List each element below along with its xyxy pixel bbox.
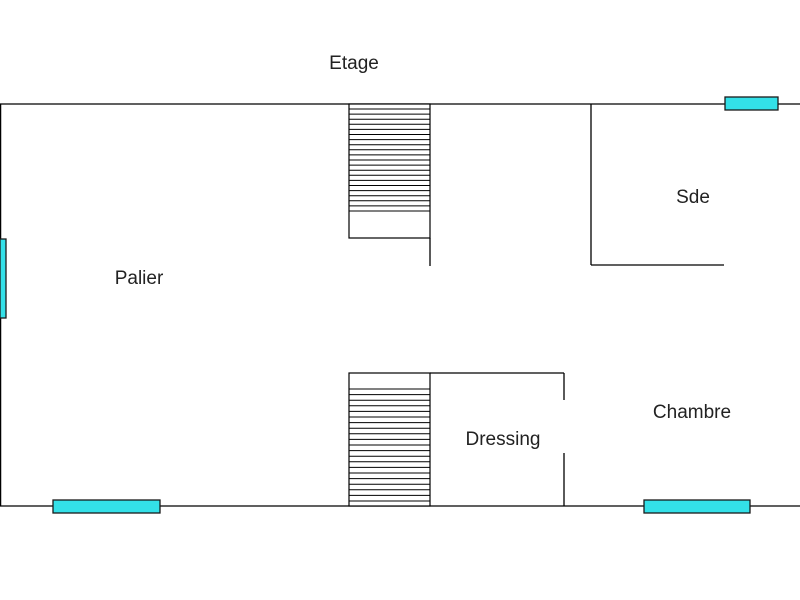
window-bottom-right: [643, 499, 751, 514]
window-left: [0, 238, 7, 319]
room-label-dressing: Dressing: [466, 429, 541, 450]
room-label-sde: Sde: [676, 187, 710, 208]
sde-partition: [590, 104, 724, 266]
staircase-upper: [348, 103, 431, 266]
floor-title: Etage: [329, 53, 379, 74]
room-label-chambre: Chambre: [653, 402, 731, 423]
window-top-right: [724, 96, 779, 111]
windows: [0, 96, 779, 514]
dressing-partition: [430, 372, 565, 506]
room-label-palier: Palier: [115, 268, 164, 289]
window-bottom-left: [52, 499, 161, 514]
staircase-lower: [348, 372, 431, 507]
